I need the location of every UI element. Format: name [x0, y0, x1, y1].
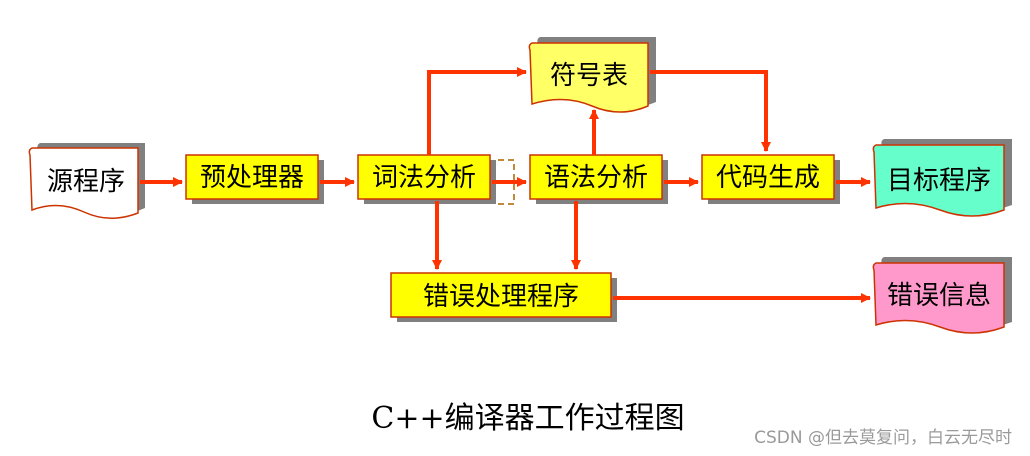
- target-program-label: 目标程序: [887, 166, 991, 196]
- symbol-table-doc: 符号表: [528, 37, 656, 113]
- source-program-label: 源程序: [47, 167, 125, 197]
- flow-arrows: [140, 67, 871, 303]
- preprocessor-label: 预处理器: [200, 163, 304, 193]
- diagram-caption: C++编译器工作过程图: [371, 401, 684, 436]
- arrow-lexer-to-symbol-table: [427, 67, 527, 155]
- source-program-doc: 源程序: [28, 143, 146, 219]
- codegen-box: 代码生成: [701, 154, 840, 204]
- error-handler-box: 错误处理程序: [390, 272, 617, 322]
- arrow-symbol-table-to-codegen: [650, 70, 771, 152]
- parser-box: 语法分析: [529, 154, 668, 204]
- preprocessor-box: 预处理器: [185, 154, 324, 204]
- error-info-label: 错误信息: [887, 281, 991, 311]
- error-handler-label: 错误处理程序: [423, 282, 579, 312]
- symbol-table-label: 符号表: [550, 61, 628, 91]
- error-info-doc: 错误信息: [872, 257, 1012, 334]
- parser-label: 语法分析: [544, 163, 648, 193]
- target-program-doc: 目标程序: [872, 139, 1012, 217]
- lexer-label: 词法分析: [372, 163, 476, 193]
- watermark-text: CSDN @但去莫复问，白云无尽时: [754, 428, 1012, 448]
- codegen-label: 代码生成: [716, 163, 820, 193]
- lexer-box: 词法分析: [357, 154, 496, 204]
